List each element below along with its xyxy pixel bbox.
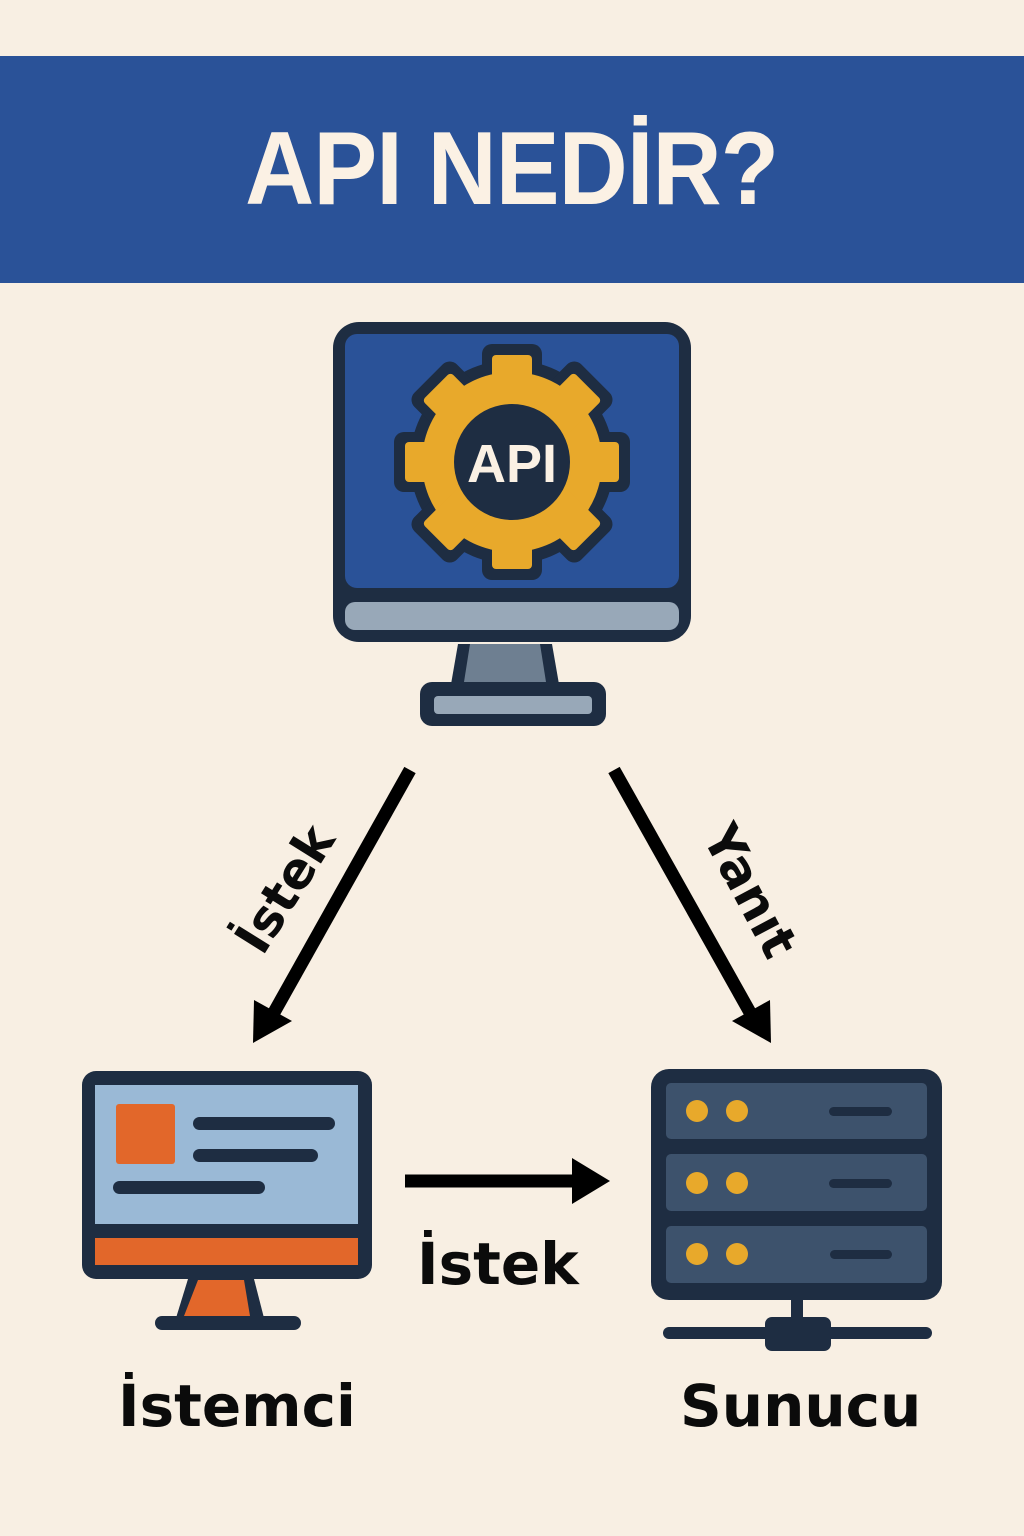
gear-icon: API — [394, 344, 630, 580]
client-monitor-icon — [82, 1071, 372, 1330]
api-badge-text: API — [467, 434, 557, 494]
arrow-api-to-client — [253, 766, 416, 1043]
arrow-label-request-bottom: İstek — [417, 1230, 579, 1298]
api-monitor-icon: API — [333, 322, 691, 726]
page-title: API NEDİR? — [245, 111, 779, 227]
arrow-api-to-server — [608, 766, 771, 1043]
client-label: İstemci — [118, 1372, 356, 1440]
server-label: Sunucu — [680, 1372, 922, 1440]
title-banner: API NEDİR? — [0, 56, 1024, 283]
server-rack-icon — [651, 1069, 942, 1351]
arrow-client-to-server — [405, 1158, 610, 1204]
